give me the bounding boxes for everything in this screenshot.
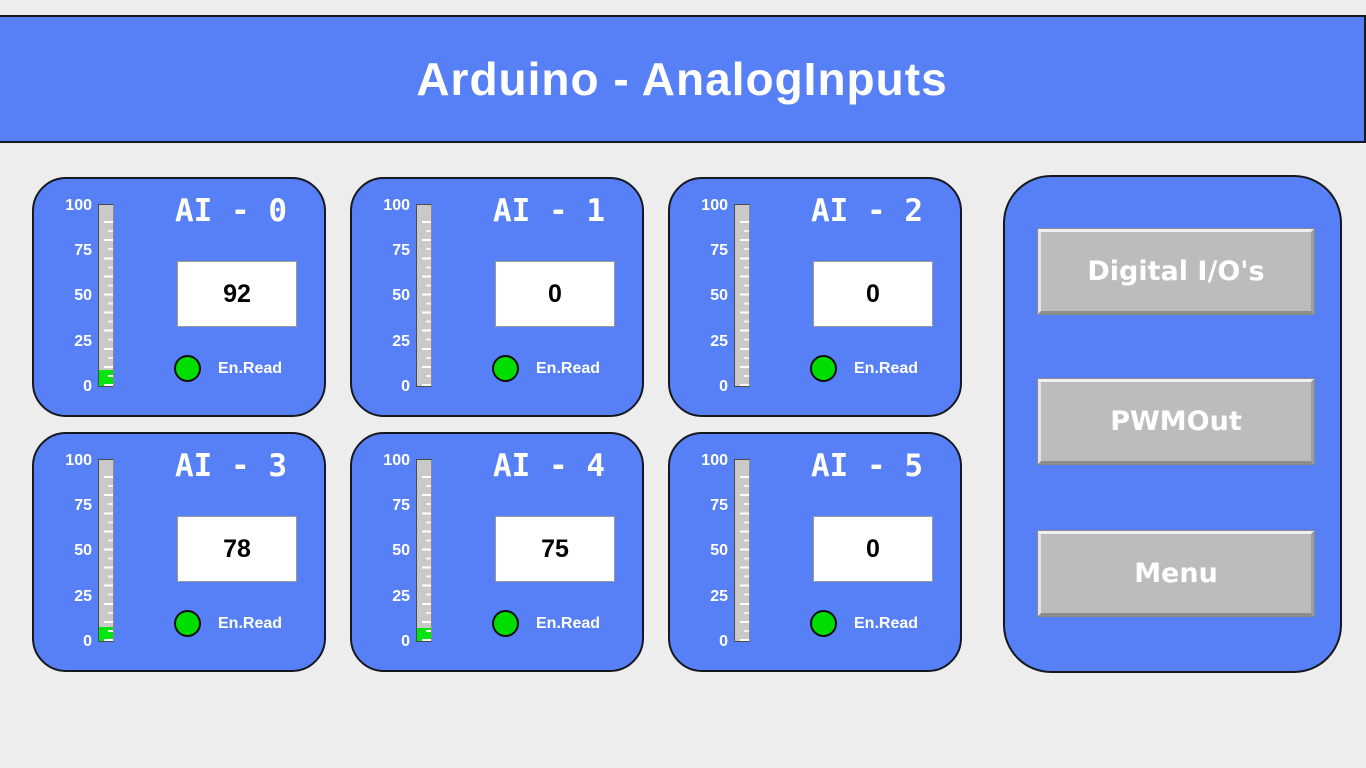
gauge-track[interactable] — [416, 204, 432, 387]
gauge-scale: 100 75 50 25 0 — [52, 452, 92, 650]
panel-ai-0: AI - 0 100 75 50 25 0 92 En.Read — [32, 177, 326, 417]
enable-read-label: En.Read — [854, 360, 919, 377]
enable-read-label: En.Read — [218, 360, 283, 377]
gauge-track[interactable] — [98, 204, 114, 387]
scale-label: 100 — [65, 197, 92, 214]
gauge-ticks — [744, 469, 749, 641]
scale-label: 25 — [710, 588, 728, 605]
scale-label: 25 — [74, 333, 92, 350]
gauge-ticks — [426, 469, 431, 641]
nav-panel: Digital I/O's PWMOut Menu — [1003, 175, 1342, 673]
scale-label: 25 — [392, 333, 410, 350]
enable-read-label: En.Read — [854, 615, 919, 632]
gauge-track[interactable] — [416, 459, 432, 642]
gauge-track[interactable] — [98, 459, 114, 642]
gauge-scale: 100 75 50 25 0 — [370, 452, 410, 650]
gauge-track[interactable] — [734, 204, 750, 387]
gauge-ticks — [108, 469, 113, 641]
scale-label: 25 — [392, 588, 410, 605]
digital-ios-button[interactable]: Digital I/O's — [1037, 228, 1315, 315]
gauge-scale: 100 75 50 25 0 — [688, 452, 728, 650]
scale-label: 25 — [710, 333, 728, 350]
page-title: Arduino - AnalogInputs — [416, 53, 948, 105]
enable-read-led[interactable] — [810, 355, 837, 382]
pwmout-button[interactable]: PWMOut — [1037, 378, 1315, 465]
enable-read-led[interactable] — [492, 610, 519, 637]
value-display[interactable]: 0 — [813, 516, 933, 582]
scale-label: 75 — [392, 242, 410, 259]
gauge-track[interactable] — [734, 459, 750, 642]
enable-read-led[interactable] — [174, 610, 201, 637]
scale-label: 100 — [383, 197, 410, 214]
panel-title: AI - 1 — [493, 193, 605, 229]
scale-label: 0 — [401, 378, 410, 395]
value-display[interactable]: 78 — [177, 516, 297, 582]
scale-label: 50 — [392, 287, 410, 304]
scale-label: 50 — [710, 542, 728, 559]
scale-label: 0 — [719, 378, 728, 395]
scale-label: 50 — [392, 542, 410, 559]
scale-label: 50 — [74, 542, 92, 559]
panel-ai-3: AI - 3 100 75 50 25 0 78 En.Read — [32, 432, 326, 672]
scale-label: 0 — [83, 633, 92, 650]
value-display[interactable]: 0 — [813, 261, 933, 327]
panel-ai-5: AI - 5 100 75 50 25 0 0 En.Read — [668, 432, 962, 672]
scale-label: 0 — [719, 633, 728, 650]
scale-label: 75 — [710, 242, 728, 259]
enable-read-label: En.Read — [218, 615, 283, 632]
scale-label: 25 — [74, 588, 92, 605]
title-bar: Arduino - AnalogInputs — [0, 15, 1366, 143]
value-display[interactable]: 92 — [177, 261, 297, 327]
panel-title: AI - 4 — [493, 448, 605, 484]
scale-label: 100 — [383, 452, 410, 469]
gauge-ticks — [744, 214, 749, 386]
scale-label: 50 — [710, 287, 728, 304]
panel-ai-2: AI - 2 100 75 50 25 0 0 En.Read — [668, 177, 962, 417]
enable-read-label: En.Read — [536, 360, 601, 377]
menu-button[interactable]: Menu — [1037, 530, 1315, 617]
panel-title: AI - 2 — [811, 193, 923, 229]
gauge-ticks — [108, 214, 113, 386]
scale-label: 100 — [701, 452, 728, 469]
gauge-scale: 100 75 50 25 0 — [52, 197, 92, 395]
panel-ai-1: AI - 1 100 75 50 25 0 0 En.Read — [350, 177, 644, 417]
scale-label: 75 — [710, 497, 728, 514]
panel-title: AI - 0 — [175, 193, 287, 229]
value-display[interactable]: 0 — [495, 261, 615, 327]
enable-read-led[interactable] — [174, 355, 201, 382]
enable-read-label: En.Read — [536, 615, 601, 632]
scale-label: 100 — [701, 197, 728, 214]
scale-label: 50 — [74, 287, 92, 304]
gauge-scale: 100 75 50 25 0 — [370, 197, 410, 395]
gauge-scale: 100 75 50 25 0 — [688, 197, 728, 395]
scale-label: 0 — [401, 633, 410, 650]
scale-label: 75 — [74, 497, 92, 514]
gauge-ticks — [426, 214, 431, 386]
panel-title: AI - 5 — [811, 448, 923, 484]
scale-label: 100 — [65, 452, 92, 469]
panel-ai-4: AI - 4 100 75 50 25 0 75 En.Read — [350, 432, 644, 672]
scale-label: 75 — [392, 497, 410, 514]
panel-title: AI - 3 — [175, 448, 287, 484]
scale-label: 75 — [74, 242, 92, 259]
enable-read-led[interactable] — [810, 610, 837, 637]
scale-label: 0 — [83, 378, 92, 395]
enable-read-led[interactable] — [492, 355, 519, 382]
value-display[interactable]: 75 — [495, 516, 615, 582]
